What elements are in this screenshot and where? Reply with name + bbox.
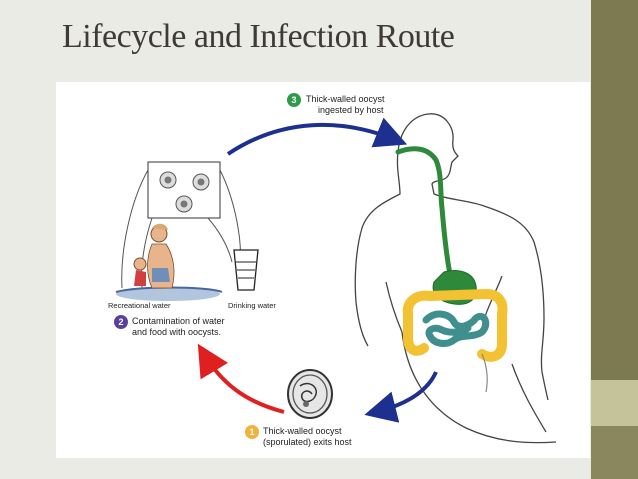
step-2-number: 2 <box>118 317 123 327</box>
step-3-label: 3 Thick-walled oocyst ingested by host <box>287 93 385 115</box>
arrow-exit <box>364 371 438 423</box>
step-1-text-line2: (sporulated) exits host <box>263 437 352 447</box>
lifecycle-diagram: 3 Thick-walled oocyst ingested by host 2… <box>56 82 590 458</box>
step-2-text-line1: Contamination of water <box>132 316 225 326</box>
arrow-contamination <box>197 343 285 414</box>
step-3-text-line1: Thick-walled oocyst <box>306 94 385 104</box>
step-2-text-line2: and food with oocysts. <box>132 327 221 337</box>
sporulated-oocyst <box>287 369 333 419</box>
step-2-badge <box>114 315 128 329</box>
step-3-number: 3 <box>291 95 296 105</box>
step-3-text-line2: ingested by host <box>318 105 384 115</box>
step-3-badge <box>287 93 301 107</box>
oocyst-box <box>121 161 241 289</box>
step-1-text-line1: Thick-walled oocyst <box>263 426 342 436</box>
sidebar-band-bottom <box>591 426 638 479</box>
recreational-water-illustration <box>115 223 223 301</box>
sidebar-band-accent <box>591 380 638 426</box>
step-1-badge <box>245 425 259 439</box>
step-1-number: 1 <box>249 427 254 437</box>
step-2-label: 2 Contamination of water and food with o… <box>114 315 225 337</box>
slide-title: Lifecycle and Infection Route <box>62 18 455 55</box>
digestive-tract <box>395 146 508 393</box>
recreational-water-label: Recreational water <box>108 301 171 310</box>
step-1-label: 1 Thick-walled oocyst (sporulated) exits… <box>245 425 352 447</box>
sidebar-band-top <box>591 0 638 380</box>
arrow-ingestion <box>226 117 408 156</box>
drinking-water-label: Drinking water <box>228 301 276 310</box>
human-body-outline <box>354 113 557 444</box>
drinking-water-glass <box>233 249 259 291</box>
